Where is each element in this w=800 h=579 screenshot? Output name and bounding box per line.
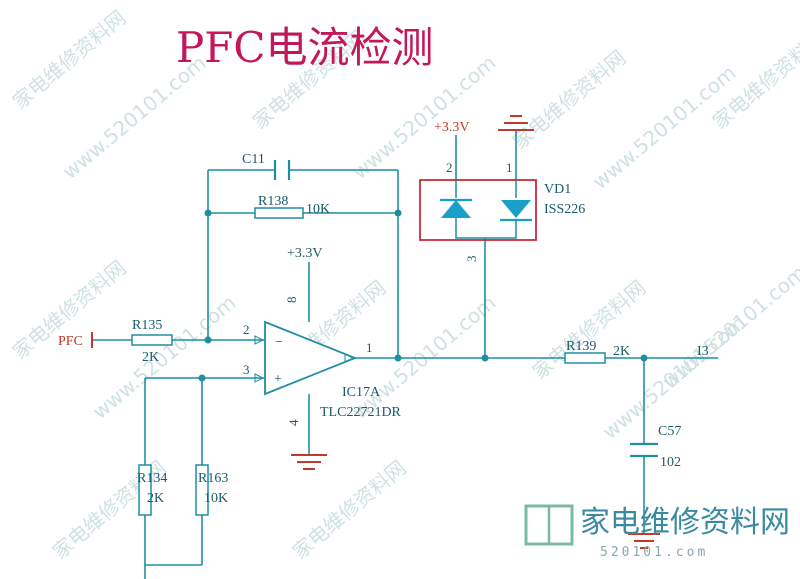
c57-name: C57 (658, 424, 681, 439)
r139-name: R139 (566, 339, 596, 354)
c57-value: 102 (660, 455, 681, 470)
ic17a-opamp (264, 320, 358, 396)
watermark-site: 家电维修资料网 (8, 5, 131, 113)
opamp-minus-sign: − (275, 335, 283, 350)
pin-arrow-icon (254, 373, 265, 383)
diagram-title: PFC电流检测 (176, 23, 434, 72)
r134-resistor (138, 464, 152, 516)
vd1-pin-b: 1 (506, 160, 513, 175)
r138-name: R138 (258, 194, 288, 209)
vd1-diode-left-icon (441, 200, 471, 218)
r163-name: R163 (198, 471, 228, 486)
vd1-pin-a: 2 (446, 160, 453, 175)
output-label: I3 (697, 344, 709, 359)
watermark-domain: www.520101.com (658, 260, 800, 393)
pin-arrow-icon (254, 335, 265, 345)
junction-dot (198, 374, 206, 382)
r139-resistor (564, 352, 606, 364)
pin-arrow-icon (344, 353, 355, 363)
pfc-input-label: PFC (58, 334, 83, 349)
watermark-site: 家电维修资料网 (288, 455, 411, 563)
r135-value: 2K (142, 350, 159, 365)
r135-name: R135 (132, 318, 162, 333)
vd1-supply-label: +3.3V (434, 120, 470, 135)
site-logo: 家电维修资料网 520101.com (524, 504, 790, 560)
logo-subtext: 520101.com (600, 545, 708, 560)
watermark-site: 家电维修资料网 (528, 275, 651, 383)
wires (92, 130, 718, 579)
vd1-part: ISS226 (544, 202, 585, 217)
vd1-common-wire (455, 218, 517, 239)
vd1-name: VD1 (544, 182, 571, 197)
junction-dot (394, 354, 402, 362)
c11-name: C11 (242, 152, 265, 167)
ic17a-part: TLC22721DR (320, 405, 402, 420)
watermark-domain: www.520101.com (88, 290, 241, 423)
ground-icon (498, 115, 534, 131)
r138-resistor (254, 207, 304, 219)
opamp-pin-vcc: 8 (284, 297, 299, 304)
r138-value: 10K (306, 202, 330, 217)
opamp-supply-label: +3.3V (287, 246, 323, 261)
r134-name: R134 (137, 471, 167, 486)
junction-dot (394, 209, 402, 217)
junction-dot (204, 209, 212, 217)
opamp-plus-sign: + (274, 372, 282, 387)
junctions (198, 209, 648, 382)
opamp-pin-gnd: 4 (286, 419, 301, 426)
junction-dot (481, 354, 489, 362)
watermark-site: 家电维修资料网 (508, 45, 631, 153)
r163-value: 10K (204, 491, 228, 506)
r135-resistor (131, 334, 173, 346)
logo-text: 家电维修资料网 (580, 505, 790, 540)
vd1-diode-right-icon (501, 200, 531, 218)
opamp-pin-inv: 2 (243, 322, 250, 337)
watermark-layer: www.520101.com 家电维修资料网 www.520101.com 家电… (8, 5, 800, 563)
vd1-highlight-box (419, 179, 537, 241)
opamp-pin-out: 1 (366, 340, 373, 355)
ground-icon (291, 454, 327, 470)
junction-dot (204, 336, 212, 344)
r134-value: 2K (147, 491, 164, 506)
r139-value: 2K (613, 344, 630, 359)
r163-resistor (195, 464, 209, 516)
ground-icon (628, 533, 660, 549)
opamp-pin-noninv: 3 (243, 362, 250, 377)
vd1-pin-c: 3 (464, 256, 479, 263)
ic17a-name: IC17A (342, 385, 381, 400)
junction-dot (640, 354, 648, 362)
